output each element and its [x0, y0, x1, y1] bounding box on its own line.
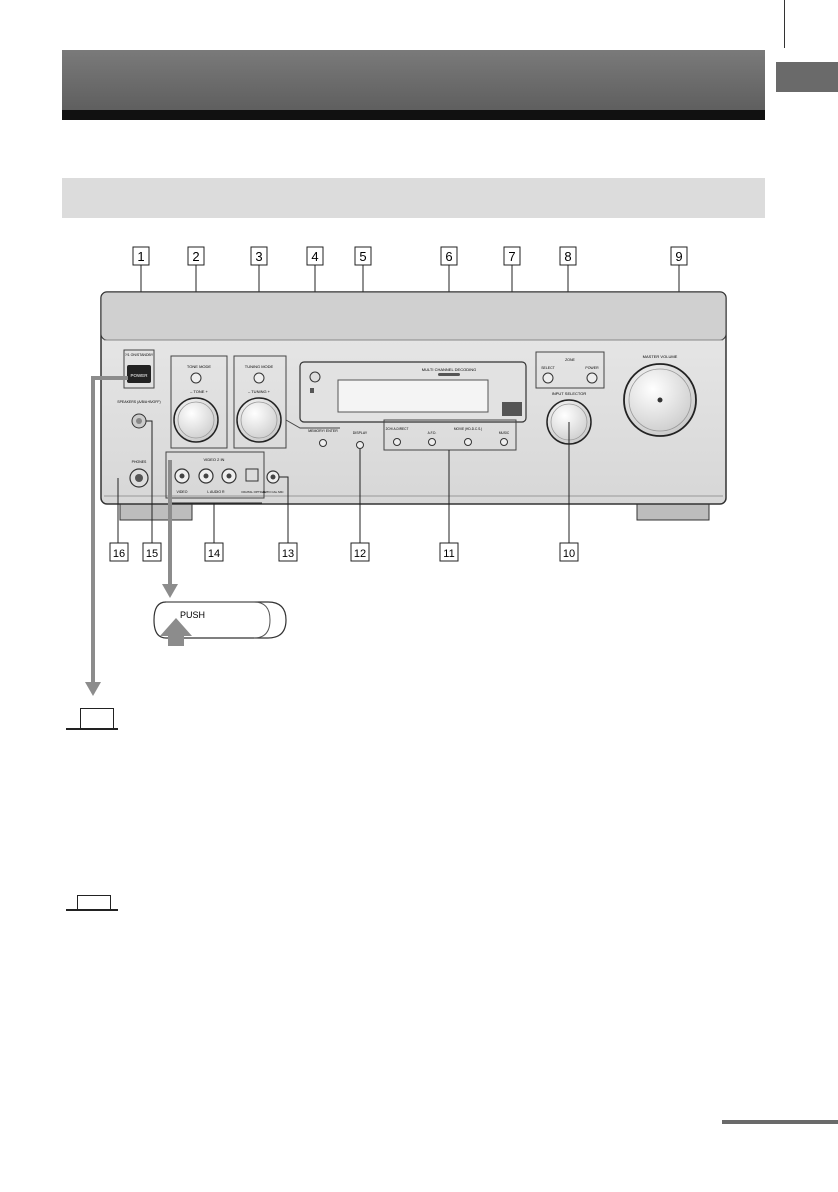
callout-13-text: 13 [282, 548, 294, 560]
callout-8-text: 8 [564, 249, 571, 264]
callout-11-text: 11 [443, 548, 454, 560]
tuning-mode-label: TUNING MODE [245, 364, 274, 369]
movie-button[interactable] [464, 438, 472, 446]
callout-6-text: 6 [445, 249, 452, 264]
callout-2-text: 2 [192, 249, 199, 264]
heading-rule-2 [66, 909, 118, 911]
push-label: PUSH [180, 610, 205, 620]
continued-bar [722, 1120, 838, 1124]
tone-group: TONE MODE – TONE + [170, 355, 228, 449]
pointer-arrows [85, 376, 178, 696]
callout-9-text: 9 [675, 249, 682, 264]
callout-16-text: 16 [113, 548, 125, 560]
callout-5-text: 5 [359, 249, 366, 264]
video2-in-group: VIDEO 2 IN VIDEO L AUDIO R DIGITAL OPTIC… [165, 451, 284, 499]
display-button-label: DISPLAY [353, 431, 368, 435]
power-group-label: ?/1 ON/STANDBY [125, 353, 154, 357]
movie-label: MOVIE (HD-D.C.S.) [454, 427, 482, 431]
tone-label: – TONE + [190, 389, 208, 394]
sound-field-group: DISPLAY 2CH/ A.DIRECT A.F.D. MOVIE (HD-D… [353, 419, 517, 451]
callout-14: 14 [168, 502, 262, 562]
zone-group: ZONE SELECT POWER [535, 351, 605, 389]
chapter-tab [776, 62, 838, 92]
memory-enter-label: MEMORY/ ENTER [308, 429, 338, 433]
audio-lr-label: L AUDIO R [207, 490, 225, 494]
display-window: MULTI CHANNEL DECODING [299, 361, 527, 423]
music-label: MUSIC [499, 431, 510, 435]
power-button[interactable] [127, 365, 151, 383]
digital-optical-label: DIGITAL OPTICAL [241, 490, 266, 494]
callout-16: 16 [109, 478, 129, 562]
push-door-illustration: PUSH [153, 601, 287, 646]
heading-rule-1 [66, 728, 118, 730]
arrow-down-left-icon [85, 682, 101, 696]
header-band [62, 50, 765, 110]
auto-cal-mic-label: AUTO CAL MIC [262, 490, 284, 494]
heading-box-2 [77, 895, 111, 909]
callout-10-text: 10 [563, 548, 575, 560]
music-button[interactable] [500, 438, 508, 446]
section-title-bar [62, 178, 765, 218]
left-foot [119, 503, 193, 521]
memory-enter-button[interactable] [319, 439, 327, 447]
input-selector-label: INPUT SELECTOR [552, 391, 587, 396]
tuning-mode-button[interactable] [253, 372, 265, 384]
display-button[interactable] [356, 441, 364, 449]
callout-12-text: 12 [354, 548, 366, 560]
heading-box-1 [80, 708, 114, 728]
multi-channel-indicator [438, 373, 460, 376]
callout-14-text: 14 [208, 548, 220, 560]
callout-11: 11 [439, 450, 459, 562]
callout-15-text: 15 [146, 548, 158, 560]
zone-select-button[interactable] [542, 372, 554, 384]
callout-3-text: 3 [255, 249, 262, 264]
right-foot [636, 503, 710, 521]
header-rule [62, 110, 765, 120]
callout-7-text: 7 [508, 249, 515, 264]
afd-label: A.F.D. [428, 431, 437, 435]
arrow-up-push-icon [160, 618, 192, 646]
two-ch-label: 2CH/ A.DIRECT [386, 427, 409, 431]
callout-10: 10 [559, 422, 579, 562]
master-volume-group: MASTER VOLUME [623, 354, 697, 437]
logo-badge [502, 402, 522, 416]
zone-label: ZONE [565, 358, 575, 362]
video2-in-label: VIDEO 2 IN [204, 457, 225, 462]
tuning-group: TUNING MODE – TUNING + MEMORY/ ENTER [233, 355, 340, 449]
callout-3: 3 [250, 246, 268, 358]
afd-button[interactable] [428, 438, 436, 446]
callout-15: 15 [142, 420, 162, 562]
top-strip [100, 291, 727, 341]
power-button-label: POWER [130, 373, 148, 378]
tone-mode-label: TONE MODE [187, 364, 211, 369]
zone-power-label: POWER [585, 366, 599, 370]
two-ch-button[interactable] [393, 438, 401, 446]
multi-channel-label: MULTI CHANNEL DECODING [422, 367, 476, 372]
phones-group: PHONES [129, 460, 149, 488]
speakers-label: SPEAKERS (A/B/A+B/OFF) [117, 400, 160, 404]
power-group: ?/1 ON/STANDBY POWER [123, 349, 155, 389]
callout-13: 13 [278, 476, 298, 562]
callout-1-text: 1 [137, 249, 144, 264]
remote-sensor [309, 371, 321, 383]
zone-select-label: SELECT [541, 366, 555, 370]
tone-mode-button[interactable] [190, 372, 202, 384]
callouts-bottom: 16 15 14 13 12 11 10 [109, 420, 579, 562]
zone-power-button[interactable] [586, 372, 598, 384]
callout-4-text: 4 [311, 249, 318, 264]
display-panel [337, 379, 489, 413]
phones-label: PHONES [132, 460, 147, 464]
page-edge-line [784, 0, 785, 48]
tone-knob[interactable] [173, 397, 219, 443]
video-label: VIDEO [177, 490, 188, 494]
callout-12: 12 [350, 449, 370, 562]
tuning-label: – TUNING + [248, 389, 271, 394]
master-volume-label: MASTER VOLUME [643, 354, 678, 359]
arrow-down-push-icon [162, 584, 178, 598]
tuning-knob[interactable] [236, 397, 282, 443]
optical-jack[interactable] [245, 468, 259, 482]
